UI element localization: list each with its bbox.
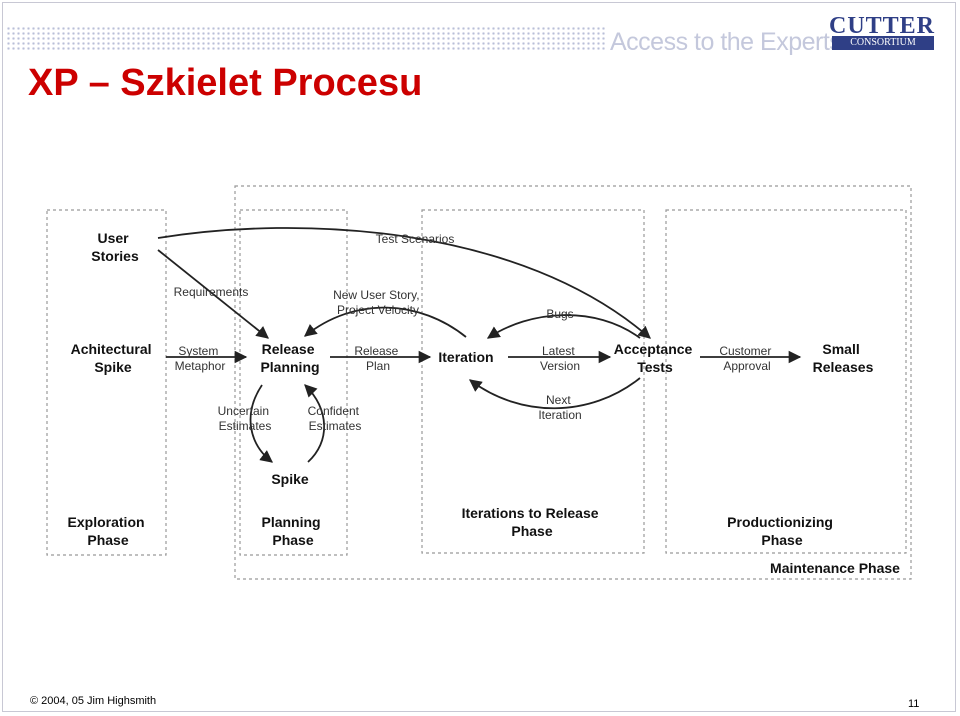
label-new-user-story: New User Story, Project Velocity xyxy=(333,288,423,317)
cutter-logo: CUTTER CONSORTIUM xyxy=(826,14,938,52)
phase-label-maintenance: Maintenance Phase xyxy=(770,560,900,576)
node-small-releases: Small Releases xyxy=(813,341,874,375)
node-spike: Spike xyxy=(271,471,309,487)
label-bugs: Bugs xyxy=(546,307,573,321)
logo-subtitle: CONSORTIUM xyxy=(832,36,934,50)
node-release-planning: Release Planning xyxy=(260,341,319,375)
label-confident-estimates: Confident Estimates xyxy=(308,404,363,433)
label-uncertain-estimates: Uncertain Estimates xyxy=(218,404,273,433)
label-test-scenarios: Test Scenarios xyxy=(376,232,455,246)
node-user-stories: User Stories xyxy=(91,230,139,264)
exploration-phase-box xyxy=(46,209,167,556)
header-dot-band xyxy=(6,26,606,50)
arrow-confident-estimates xyxy=(304,384,326,463)
node-acceptance-tests: Acceptance Tests xyxy=(614,341,696,375)
label-system-metaphor: System Metaphor xyxy=(175,344,226,373)
phase-label-exploration: Exploration Phase xyxy=(68,514,149,548)
productionizing-phase-box xyxy=(665,209,907,554)
slide-title: XP – Szkielet Procesu xyxy=(28,62,423,104)
arrow-next-iteration xyxy=(468,377,641,410)
phase-label-planning: Planning Phase xyxy=(261,514,324,548)
phase-label-iterations: Iterations to Release Phase xyxy=(462,505,603,539)
label-release-plan: Release Plan xyxy=(354,344,401,373)
maintenance-phase-box xyxy=(234,185,912,580)
page-number: 11 xyxy=(908,698,920,710)
planning-phase-box xyxy=(239,209,348,556)
iterations-phase-box xyxy=(421,209,645,554)
arrow-test-scenarios xyxy=(157,227,651,339)
arrow-bugs xyxy=(486,314,641,339)
node-iteration: Iteration xyxy=(438,349,493,365)
label-requirements: Requirements xyxy=(174,285,249,299)
arrow-new-user-story xyxy=(304,306,467,338)
phase-label-productionizing: Productionizing Phase xyxy=(727,514,837,548)
header-tagline: Access to the Experts xyxy=(610,28,842,56)
footer-copyright: © 2004, 05 Jim Highsmith xyxy=(30,695,157,707)
logo-word: CUTTER xyxy=(828,13,936,39)
node-architectural-spike: Achitectural Spike xyxy=(71,341,156,375)
label-customer-approval: Customer Approval xyxy=(719,344,774,373)
arrow-uncertain-estimates xyxy=(249,384,273,463)
label-next-iteration: Next Iteration xyxy=(538,393,581,422)
arrow-requirements xyxy=(157,249,269,339)
label-latest-version: Latest Version xyxy=(540,344,580,373)
